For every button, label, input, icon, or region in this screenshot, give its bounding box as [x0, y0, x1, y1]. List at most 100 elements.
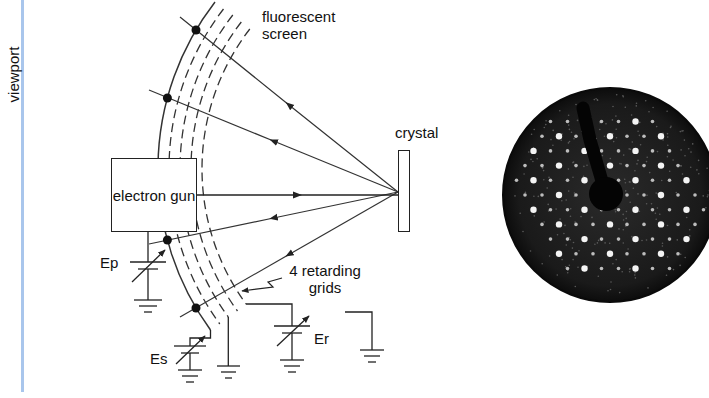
noise-speck: [583, 176, 585, 178]
noise-speck: [561, 200, 563, 202]
noise-speck: [657, 151, 659, 153]
noise-speck: [669, 170, 671, 172]
diffraction-spot: [651, 149, 655, 153]
noise-speck: [677, 239, 679, 241]
diffraction-spot: [591, 223, 595, 227]
noise-speck: [615, 128, 617, 130]
noise-speck: [577, 267, 579, 269]
noise-speck: [599, 129, 601, 131]
noise-speck: [636, 163, 638, 165]
diffraction-spot: [566, 208, 570, 212]
diffraction-spot: [683, 236, 689, 242]
noise-speck: [536, 158, 538, 160]
noise-speck: [667, 156, 669, 158]
noise-speck: [532, 161, 534, 163]
diffraction-spot: [693, 193, 697, 197]
diffraction-spot: [540, 193, 544, 197]
noise-speck: [666, 275, 668, 277]
noise-speck: [548, 177, 550, 179]
noise-speck: [670, 125, 672, 127]
box-label: electron gun: [113, 187, 196, 204]
diffraction-spot: [642, 252, 646, 256]
diffraction-spot: [617, 237, 621, 241]
noise-speck: [672, 159, 674, 161]
noise-speck: [559, 218, 561, 220]
noise-speck: [707, 194, 709, 196]
noise-speck: [580, 216, 582, 218]
diffraction-spot: [581, 236, 587, 242]
noise-speck: [657, 207, 659, 209]
diffraction-spot: [607, 133, 613, 139]
diffraction-spot: [651, 267, 655, 271]
noise-speck: [629, 271, 631, 273]
noise-speck: [639, 135, 641, 137]
noise-speck: [561, 259, 563, 261]
noise-speck: [568, 115, 570, 117]
noise-speck: [625, 182, 627, 184]
noise-speck: [639, 122, 641, 124]
diffraction-spot: [556, 133, 562, 139]
diffraction-spot: [566, 267, 570, 271]
noise-speck: [557, 234, 559, 236]
noise-speck: [613, 141, 615, 143]
screen-label: fluorescent screen: [262, 8, 352, 42]
diffraction-spot: [549, 149, 553, 153]
diffraction-spot: [581, 207, 587, 213]
leader-line: [242, 278, 282, 291]
noise-speck: [569, 141, 571, 143]
diffraction-spot: [642, 164, 646, 168]
noise-speck: [667, 133, 669, 135]
noise-speck: [706, 168, 708, 170]
viewport-label: viewport: [5, 40, 22, 110]
diffraction-spot: [600, 267, 604, 271]
noise-speck: [636, 105, 638, 107]
noise-speck: [597, 242, 599, 244]
noise-speck: [646, 161, 648, 163]
noise-speck: [655, 192, 657, 194]
diffraction-spot: [574, 134, 578, 138]
noise-speck: [545, 124, 547, 126]
noise-speck: [689, 235, 691, 237]
noise-speck: [568, 124, 570, 126]
noise-speck: [591, 217, 593, 219]
noise-speck: [570, 239, 572, 241]
diffraction-spot: [642, 223, 646, 227]
noise-speck: [572, 162, 574, 164]
noise-speck: [530, 250, 532, 252]
noise-speck: [667, 145, 669, 147]
noise-speck: [690, 167, 692, 169]
diffraction-spot: [668, 179, 672, 183]
noise-speck: [667, 136, 669, 138]
noise-speck: [698, 160, 700, 162]
diffraction-spot: [549, 237, 553, 241]
noise-speck: [552, 130, 554, 132]
diffraction-spot: [540, 134, 544, 138]
noise-speck: [655, 219, 657, 221]
diffraction-spot: [693, 223, 697, 227]
noise-speck: [573, 242, 575, 244]
noise-speck: [707, 196, 709, 198]
diffraction-spot: [549, 120, 553, 124]
noise-speck: [564, 225, 566, 227]
screen-spot: [192, 304, 201, 313]
noise-speck: [702, 195, 704, 197]
noise-speck: [626, 211, 628, 213]
noise-speck: [636, 102, 638, 104]
noise-speck: [680, 131, 682, 133]
noise-speck: [667, 225, 669, 227]
diffraction-spot: [530, 148, 536, 154]
noise-speck: [647, 287, 649, 289]
noise-speck: [705, 207, 707, 209]
noise-speck: [662, 243, 664, 245]
noise-speck: [533, 195, 535, 197]
diffraction-spot: [651, 179, 655, 183]
diffraction-spot: [566, 179, 570, 183]
noise-speck: [646, 203, 648, 205]
noise-speck: [594, 243, 596, 245]
noise-speck: [575, 286, 577, 288]
noise-speck: [625, 106, 627, 108]
diffraction-spot: [556, 221, 562, 227]
noise-speck: [549, 255, 551, 257]
noise-speck: [616, 94, 618, 96]
noise-speck: [607, 290, 609, 292]
